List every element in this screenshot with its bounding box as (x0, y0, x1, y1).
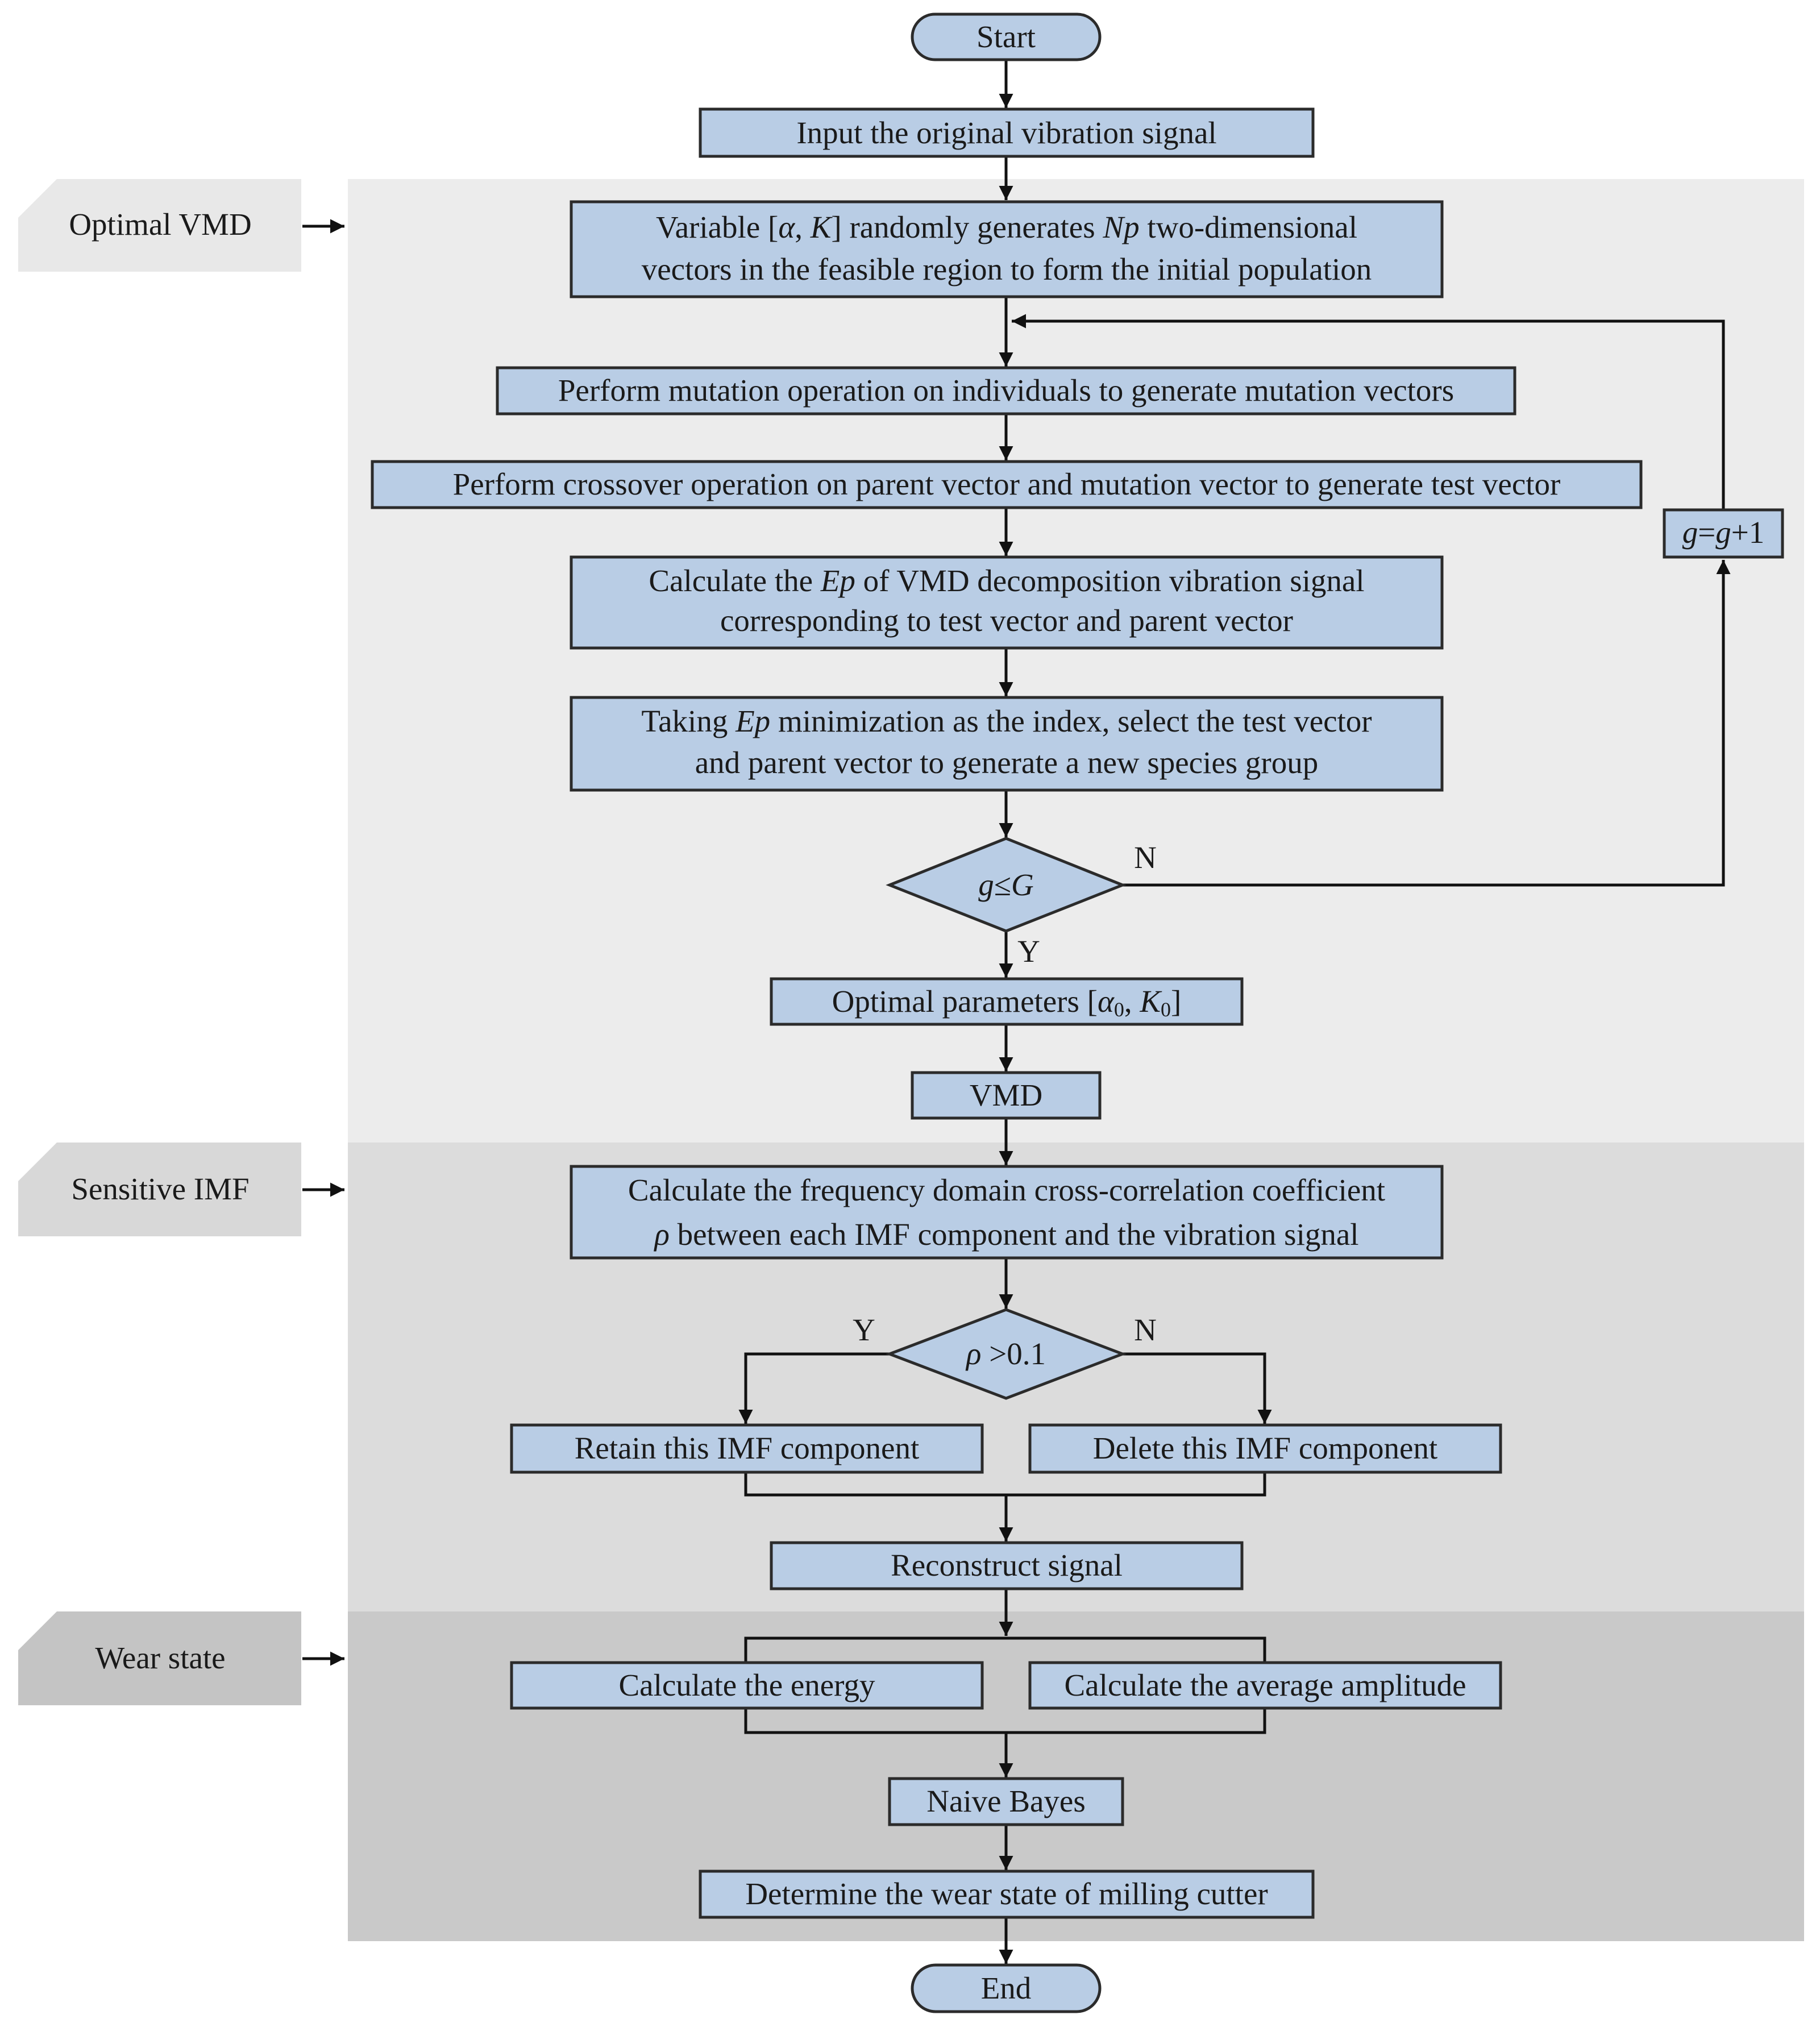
optimal-parameters-label: Optimal parameters [α0, K0] (832, 984, 1182, 1021)
connectors (738, 60, 1731, 1964)
end-label: End (981, 1971, 1032, 2005)
vmd-box: VMD (911, 1071, 1102, 1120)
selection-box: Taking Ep minimization as the index, sel… (570, 696, 1444, 792)
arrow-rho-yes-to-retain (738, 1352, 890, 1424)
rho-no-label: N (1134, 1312, 1157, 1347)
vmd-label: VMD (970, 1078, 1042, 1112)
input-signal-box: Input the original vibration signal (699, 107, 1315, 158)
init-population-line2: vectors in the feasible region to form t… (642, 252, 1372, 286)
optimal-parameters-box: Optimal parameters [α0, K0] (770, 977, 1244, 1026)
delete-imf-box: Delete this IMF component (1028, 1423, 1502, 1474)
generation-no-label: N (1134, 840, 1157, 875)
stage-label-optimal-vmd: Optimal VMD (69, 207, 251, 242)
generation-condition: g≤G (978, 867, 1033, 902)
arrow-rho-no-to-delete (1123, 1352, 1272, 1424)
crossover-box: Perform crossover operation on parent ve… (371, 460, 1643, 509)
stage-label-sensitive-imf: Sensitive IMF (71, 1172, 249, 1206)
energy-box: Calculate the energy (510, 1661, 984, 1710)
generation-yes-label: Y (1017, 934, 1040, 969)
stage-label-wear-state: Wear state (95, 1640, 225, 1675)
arrow-increment-loop-back (1012, 314, 1725, 510)
rho-yes-label: Y (853, 1312, 875, 1347)
crossover-label: Perform crossover operation on parent ve… (453, 467, 1561, 501)
crosscorr-line1: Calculate the frequency domain cross-cor… (628, 1173, 1385, 1207)
naive-bayes-box: Naive Bayes (888, 1777, 1124, 1826)
start-terminal: Start (911, 13, 1102, 61)
increment-box: g=g+1 (1663, 508, 1784, 559)
stage-tag-wear-state: Wear state (18, 1611, 344, 1705)
init-population-box: Variable [α, K] randomly generates Np tw… (570, 200, 1444, 298)
retain-imf-box: Retain this IMF component (510, 1423, 984, 1474)
determine-wear-box: Determine the wear state of milling cutt… (699, 1870, 1315, 1919)
crosscorr-box: Calculate the frequency domain cross-cor… (570, 1165, 1444, 1260)
amplitude-box: Calculate the average amplitude (1028, 1661, 1502, 1710)
generation-decision: g≤G (886, 837, 1127, 933)
rho-decision: ρ >0.1 (885, 1308, 1127, 1400)
start-label: Start (977, 19, 1036, 54)
selection-line2: and parent vector to generate a new spec… (695, 745, 1318, 780)
crosscorr-line2: ρ between each IMF component and the vib… (653, 1217, 1358, 1252)
init-population-line1: Variable [α, K] randomly generates Np tw… (656, 210, 1357, 244)
input-signal-label: Input the original vibration signal (796, 115, 1216, 150)
stage-tag-optimal-vmd: Optimal VMD (18, 179, 344, 272)
end-terminal: End (911, 1963, 1102, 2013)
amplitude-label: Calculate the average amplitude (1064, 1668, 1466, 1702)
reconstruct-box: Reconstruct signal (770, 1541, 1244, 1590)
calc-ep-line2: corresponding to test vector and parent … (720, 603, 1293, 638)
calc-ep-line1: Calculate the Ep of VMD decomposition vi… (649, 563, 1364, 598)
reconstruct-label: Reconstruct signal (891, 1548, 1123, 1582)
delete-imf-label: Delete this IMF component (1093, 1431, 1437, 1465)
increment-label: g=g+1 (1682, 515, 1765, 550)
naive-bayes-label: Naive Bayes (926, 1784, 1086, 1818)
mutation-label: Perform mutation operation on individual… (558, 373, 1454, 408)
rho-condition: ρ >0.1 (965, 1336, 1046, 1371)
calc-ep-box: Calculate the Ep of VMD decomposition vi… (570, 555, 1444, 650)
mutation-box: Perform mutation operation on individual… (496, 366, 1516, 416)
split-energy-amplitude (744, 1636, 1266, 1661)
selection-line1: Taking Ep minimization as the index, sel… (641, 704, 1372, 738)
stage-tag-sensitive-imf: Sensitive IMF (18, 1143, 344, 1236)
arrow-decision-no-to-increment (1123, 560, 1731, 887)
retain-imf-label: Retain this IMF component (575, 1431, 919, 1465)
energy-label: Calculate the energy (618, 1668, 875, 1702)
determine-wear-label: Determine the wear state of milling cutt… (745, 1876, 1268, 1911)
